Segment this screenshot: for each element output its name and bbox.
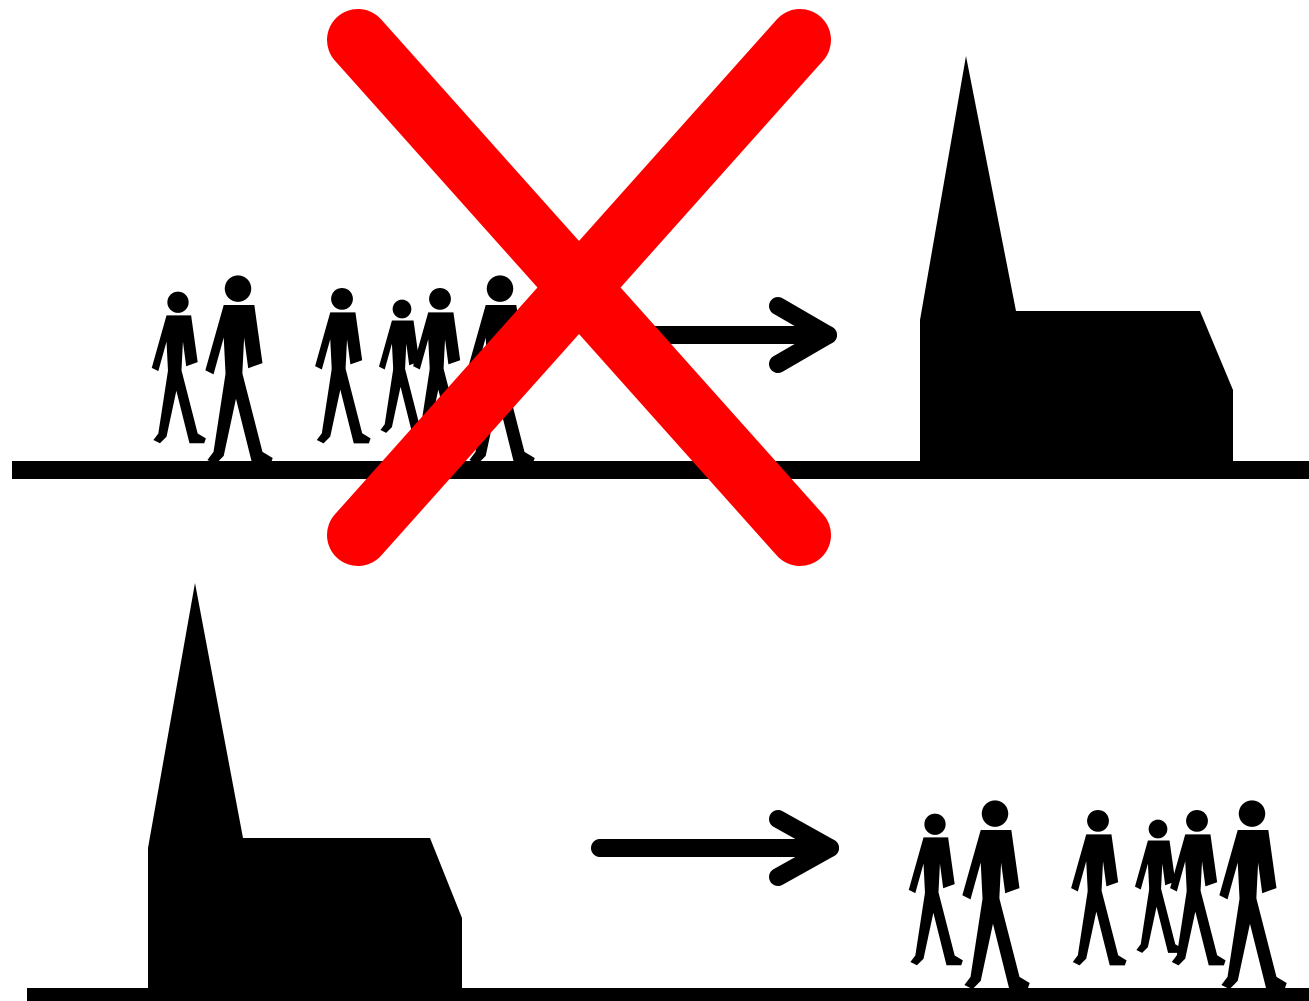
person-icon (205, 275, 272, 464)
ground-line-top (12, 461, 1309, 479)
right-arrow-bottom (600, 819, 830, 877)
church-silhouette-top (920, 56, 1233, 463)
person-icon (315, 288, 370, 443)
cross-out-mark (358, 40, 800, 535)
person-icon (1071, 810, 1126, 965)
person-icon (152, 292, 206, 444)
person-icon (1219, 800, 1286, 989)
person-icon (909, 814, 963, 966)
row-church-to-people (27, 583, 1309, 1001)
person-icon (1170, 810, 1225, 965)
people-walking-group-bottom (909, 800, 1287, 989)
church-silhouette-bottom (148, 583, 462, 990)
person-icon (962, 800, 1029, 989)
row-people-to-church (12, 40, 1309, 535)
